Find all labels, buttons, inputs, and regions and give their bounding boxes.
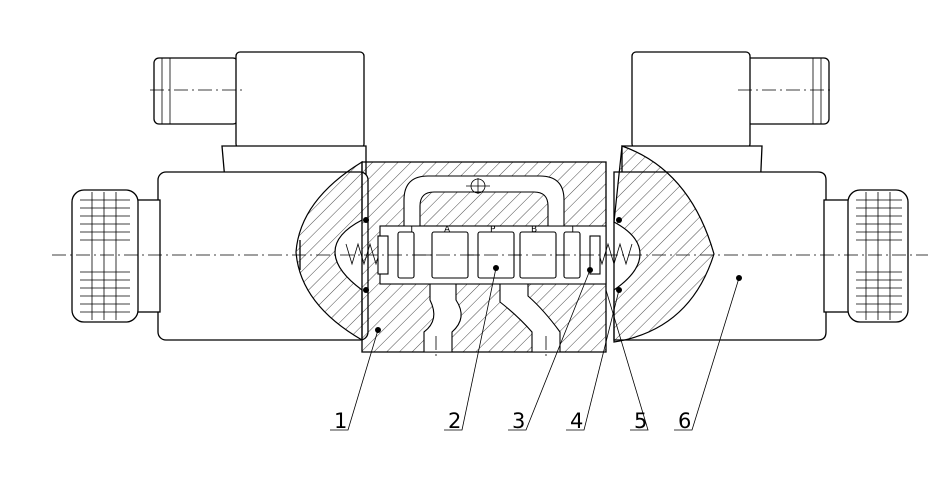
callout-5: 5 (634, 409, 647, 433)
port-label-p: P (490, 225, 496, 235)
anchor-dot (616, 217, 622, 223)
anchor-dot (363, 287, 369, 293)
left-manual-override-knob (71, 189, 161, 323)
port-label-t-right: T (569, 225, 576, 235)
port-label-b: B (531, 225, 537, 235)
port-label-t-left: T (408, 225, 415, 235)
port-label-a: A (444, 225, 451, 235)
leader-lines (330, 267, 740, 431)
callout-3: 3 (512, 409, 525, 433)
left-solenoid-connector (150, 51, 367, 193)
callout-1: 1 (334, 409, 347, 433)
callout-4: 4 (570, 409, 583, 433)
right-manual-override-knob (823, 189, 909, 323)
callout-6: 6 (678, 409, 691, 433)
callout-2: 2 (448, 409, 461, 433)
orifice-symbol (466, 178, 490, 194)
anchor-dot (363, 217, 369, 223)
